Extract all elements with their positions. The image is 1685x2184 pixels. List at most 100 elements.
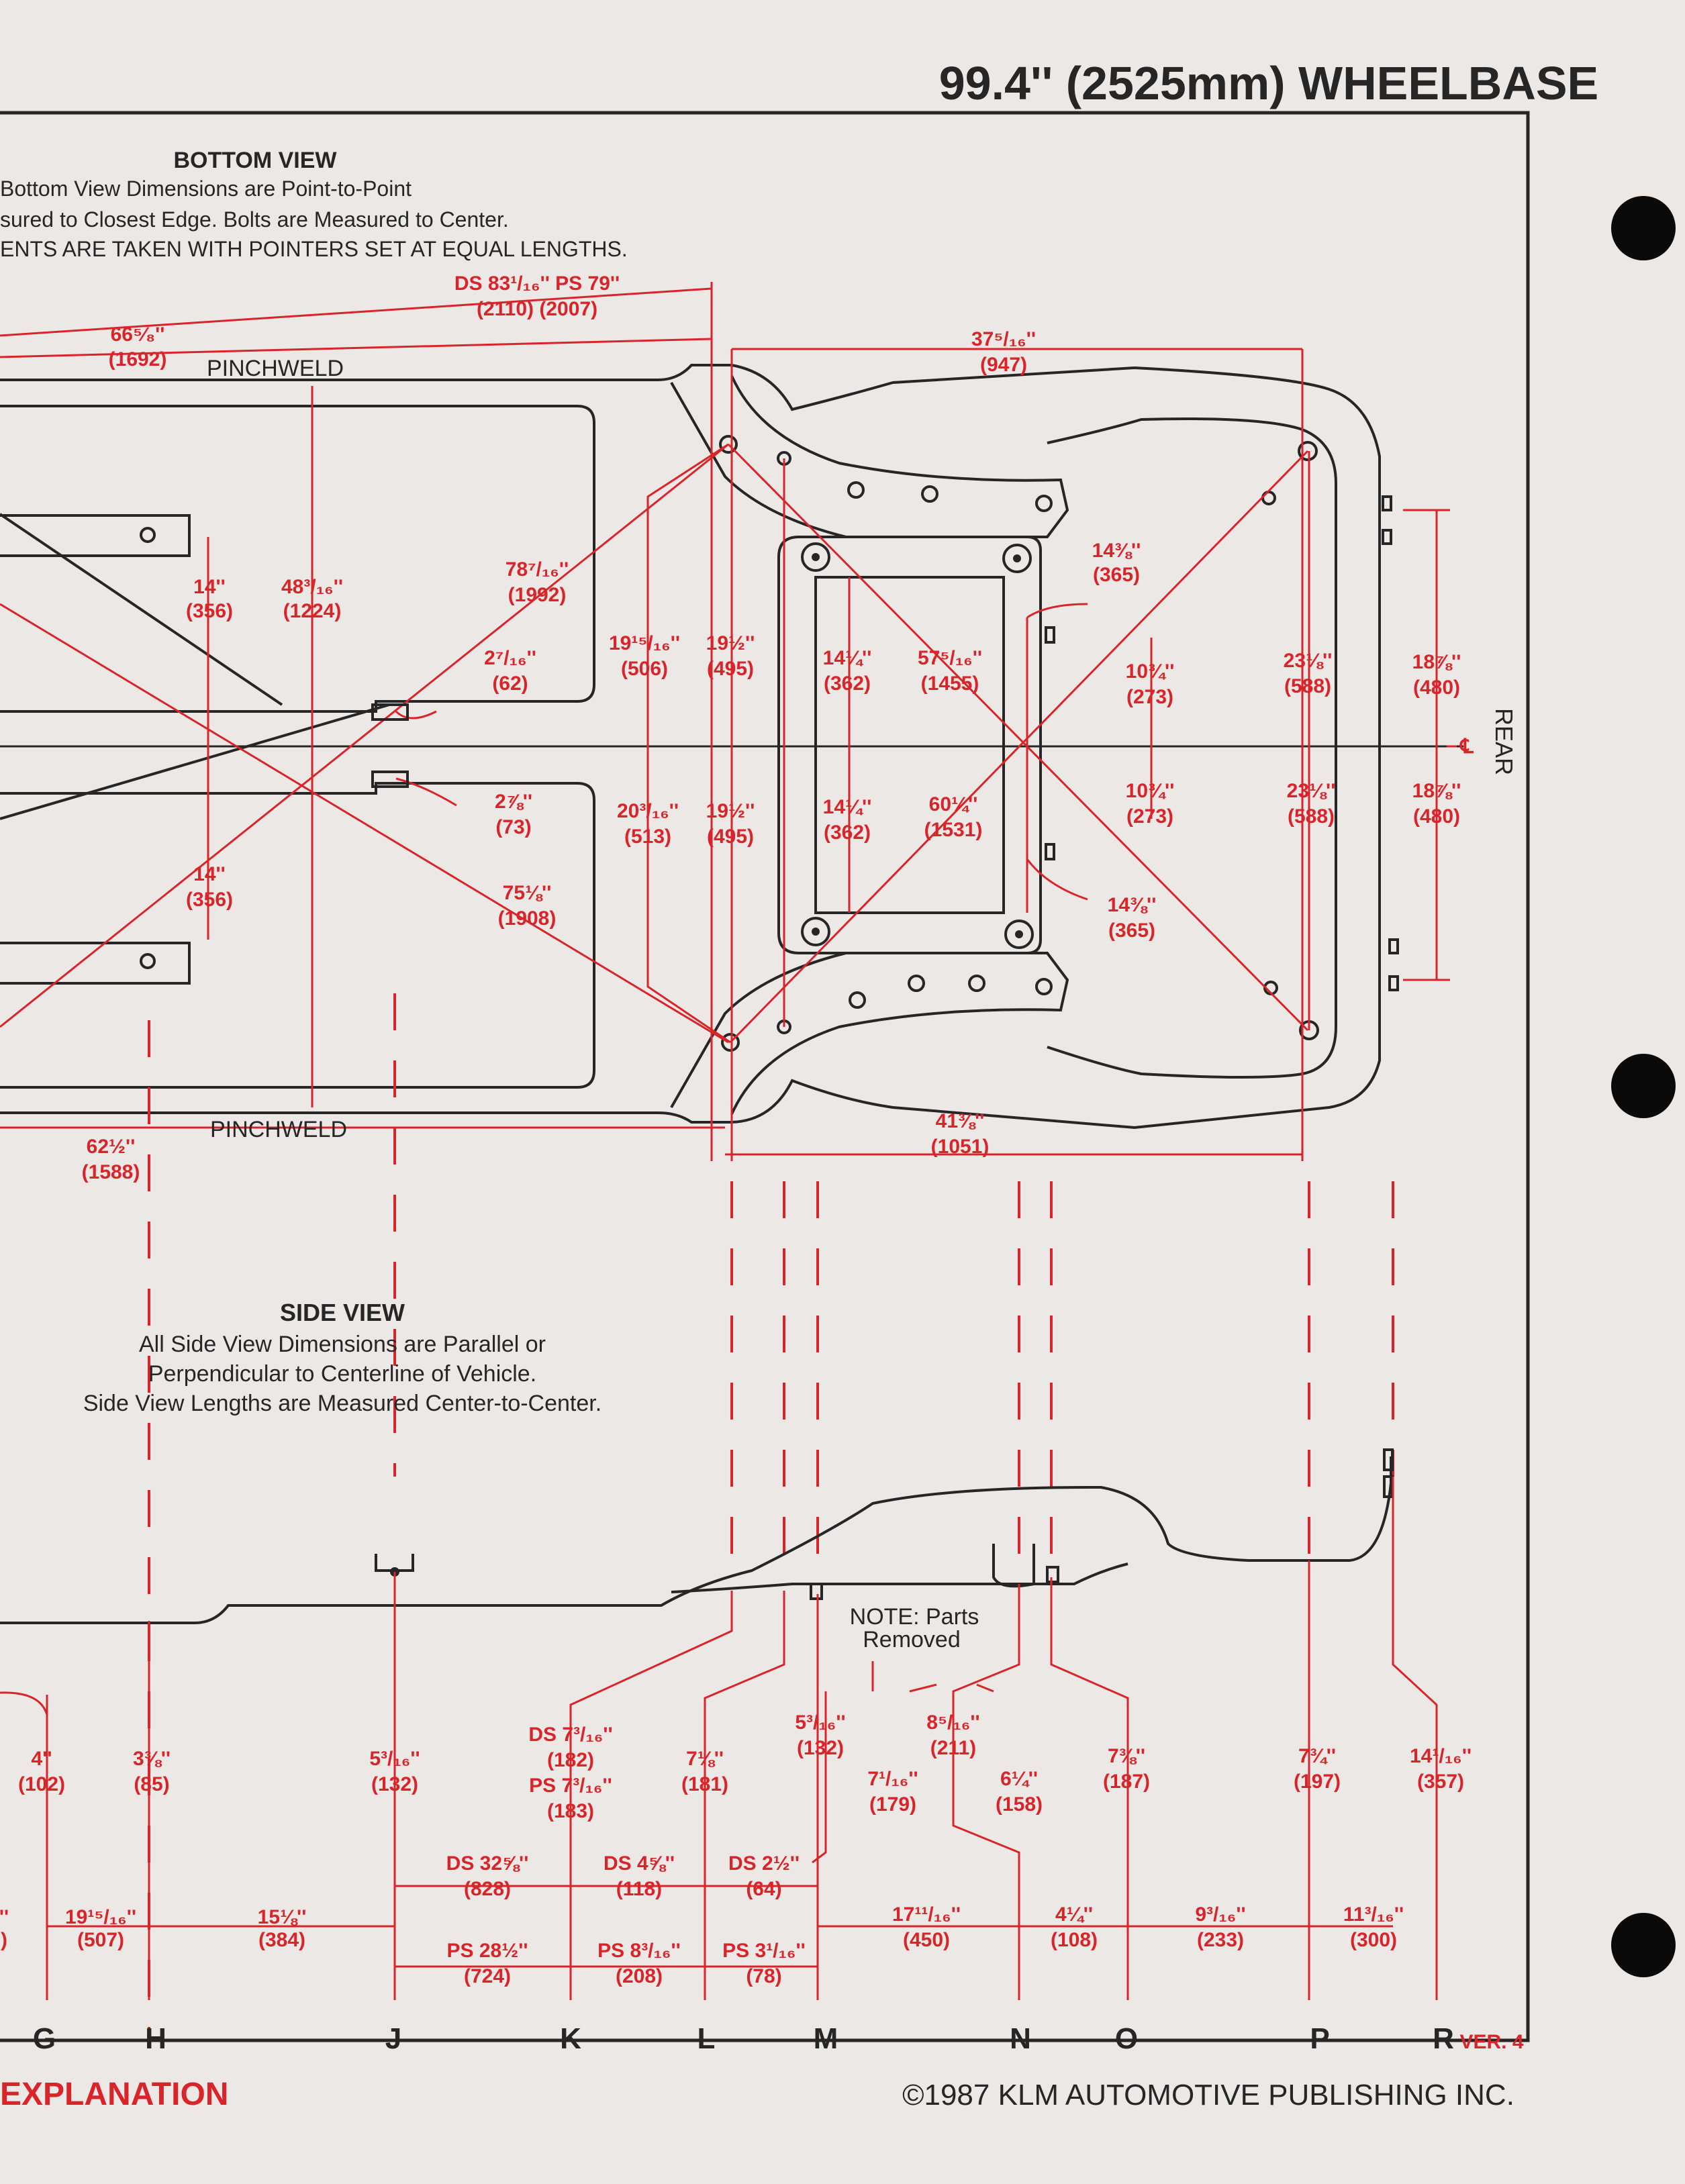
dim-23-upper: 23⅛'' <box>1284 650 1333 672</box>
bottom-view-note-1: Bottom View Dimensions are Point-to-Poin… <box>0 177 412 201</box>
side-view-lengths: '' ) 19¹⁵/₁₆'' (507) 15⅛'' (384) DS 32⅝'… <box>0 1852 1404 1987</box>
length-17: 17¹¹/₁₆'' <box>892 1903 961 1926</box>
dim-41: 41⅜'' <box>936 1110 985 1132</box>
dim-14-lower-mm: (356) <box>186 889 233 911</box>
height-3-375-mm: (85) <box>134 1773 169 1795</box>
reference-point-letters: G H J K L M N O P R <box>33 2022 1454 2055</box>
bottom-view-dimensions: DS 83¹/₁₆'' PS 79'' (2110) (2007) 66⁵⁄₈'… <box>82 272 1461 1183</box>
dim-66-mm: (1692) <box>109 348 167 370</box>
dim-18-lower: 18⅞'' <box>1412 780 1461 802</box>
dim-19-15-16: 19¹⁵/₁₆'' <box>609 632 680 654</box>
point-R: R <box>1433 2022 1454 2055</box>
dim-75: 75⅛'' <box>503 882 552 904</box>
side-view-heading: SIDE VIEW <box>280 1299 405 1326</box>
bottom-view-dimension-lines <box>0 282 1457 1161</box>
dim-48-mm: (1224) <box>283 600 342 622</box>
binder-hole-middle <box>1611 1054 1676 1118</box>
dim-10-75-lower: 10¾'' <box>1126 780 1175 802</box>
underbody-outline <box>0 364 1381 1130</box>
height-8-5-16-mm: (211) <box>930 1737 976 1759</box>
dim-18-upper-mm: (480) <box>1413 677 1460 699</box>
dim-66: 66⁵⁄₈'' <box>111 324 165 346</box>
length-ds-32: DS 32⅝'' <box>446 1852 529 1875</box>
height-5-3-16-M-mm: (132) <box>797 1737 844 1759</box>
side-view-heights: 4'' (102) 3⅜'' (85) 5³/₁₆'' (132) DS 7³/… <box>18 1711 1472 1822</box>
dim-60-mm: (1531) <box>924 819 983 841</box>
dim-10-75-upper-mm: (273) <box>1126 686 1173 708</box>
length-partial: '' <box>0 1906 9 1928</box>
dim-overall-length-a: DS 83¹/₁₆'' PS 79'' <box>454 272 620 295</box>
bolt-holes <box>140 435 1319 1052</box>
height-7-375-mm: (187) <box>1103 1771 1150 1793</box>
centerline-symbol: ℄ <box>1459 736 1474 758</box>
point-P: P <box>1310 2022 1329 2055</box>
side-view-notes: SIDE VIEW All Side View Dimensions are P… <box>83 1299 601 1416</box>
point-G: G <box>33 2022 56 2055</box>
dim-14-25-lower: 14¼'' <box>823 796 872 818</box>
side-view-note-1: All Side View Dimensions are Parallel or <box>139 1332 546 1357</box>
height-8-5-16: 8⁵/₁₆'' <box>926 1711 979 1734</box>
binder-hole-top <box>1611 196 1676 260</box>
dim-62-mm: (1588) <box>82 1161 140 1183</box>
copyright: ©1987 KLM AUTOMOTIVE PUBLISHING INC. <box>902 2079 1514 2112</box>
point-N: N <box>1010 2022 1031 2055</box>
dim-62: 62½'' <box>87 1136 136 1158</box>
length-9: 9³/₁₆'' <box>1195 1903 1245 1926</box>
height-ds-7-mm: (182) <box>547 1749 594 1771</box>
height-6-25-mm: (158) <box>996 1793 1043 1816</box>
dim-18-upper: 18⅞'' <box>1412 651 1461 673</box>
rear-label: REAR <box>1490 708 1518 775</box>
bottom-view-note-2: sured to Closest Edge. Bolts are Measure… <box>0 207 509 232</box>
height-7-125-mm: (181) <box>681 1773 728 1795</box>
dim-48: 48³/₁₆'' <box>281 576 343 598</box>
length-ds-32-mm: (828) <box>464 1878 511 1900</box>
length-partial-mm: ) <box>1 1929 7 1951</box>
dim-2-875-mm: (73) <box>495 816 531 838</box>
point-L: L <box>697 2022 716 2055</box>
pinchweld-top-label: PINCHWELD <box>207 356 344 381</box>
length-ps-28-mm: (724) <box>464 1965 511 1987</box>
length-19-15-16-mm: (507) <box>77 1929 124 1951</box>
height-ps-7-mm: (183) <box>547 1800 594 1822</box>
height-ds-7: DS 7³/₁₆'' <box>528 1724 612 1746</box>
dim-19-5-lower: 19½'' <box>706 800 755 822</box>
dim-20-3-16: 20³/₁₆'' <box>617 800 679 822</box>
length-15-125-mm: (384) <box>258 1929 305 1951</box>
bottom-view-notes: BOTTOM VIEW Bottom View Dimensions are P… <box>0 148 628 261</box>
side-view-note-2: Perpendicular to Centerline of Vehicle. <box>148 1361 536 1387</box>
dim-23-upper-mm: (588) <box>1284 675 1331 697</box>
dim-20-3-16-mm: (513) <box>624 826 671 848</box>
dim-37-mm: (947) <box>980 354 1027 376</box>
length-ds-4: DS 4⅝'' <box>604 1852 675 1875</box>
length-ps-8: PS 8³/₁₆'' <box>597 1940 681 1962</box>
point-J: J <box>385 2022 401 2055</box>
version-label: VER. 4 <box>1459 2031 1523 2053</box>
dim-78-mm: (1992) <box>508 584 567 606</box>
bottom-view-heading: BOTTOM VIEW <box>173 148 337 173</box>
dim-14-375-lower: 14⅜'' <box>1108 894 1157 916</box>
length-ps-8-mm: (208) <box>616 1965 663 1987</box>
height-5-3-16-M: 5³/₁₆'' <box>795 1711 845 1734</box>
length-ds-4-mm: (118) <box>616 1878 662 1900</box>
dim-18-lower-mm: (480) <box>1413 805 1460 828</box>
height-ps-7: PS 7³/₁₆'' <box>529 1775 612 1797</box>
dim-57-mm: (1455) <box>921 673 979 695</box>
height-7-1-16: 7¹/₁₆'' <box>867 1768 918 1790</box>
dim-2-7-16-mm: (62) <box>492 673 528 695</box>
height-7-75-mm: (197) <box>1294 1771 1341 1793</box>
dim-14-25-upper-mm: (362) <box>824 673 871 695</box>
dim-overall-length-b: (2110) (2007) <box>477 298 597 320</box>
side-view-note-3: Side View Lengths are Measured Center-to… <box>83 1391 601 1416</box>
dim-23-lower-mm: (588) <box>1288 805 1335 828</box>
point-H: H <box>145 2022 166 2055</box>
height-14-1-16-mm: (357) <box>1417 1771 1464 1793</box>
length-ps-28: PS 28½'' <box>446 1940 528 1962</box>
note-parts-line2: Removed <box>863 1627 961 1652</box>
length-4-25-mm: (108) <box>1051 1929 1098 1951</box>
dim-75-mm: (1908) <box>498 907 557 930</box>
dim-19-15-16-mm: (506) <box>621 658 668 680</box>
dim-57: 57⁵/₁₆'' <box>918 647 982 669</box>
length-ps-3-mm: (78) <box>746 1965 781 1987</box>
dim-23-lower: 23⅛'' <box>1287 780 1336 802</box>
side-view-dimension-lines <box>0 1477 1438 2000</box>
